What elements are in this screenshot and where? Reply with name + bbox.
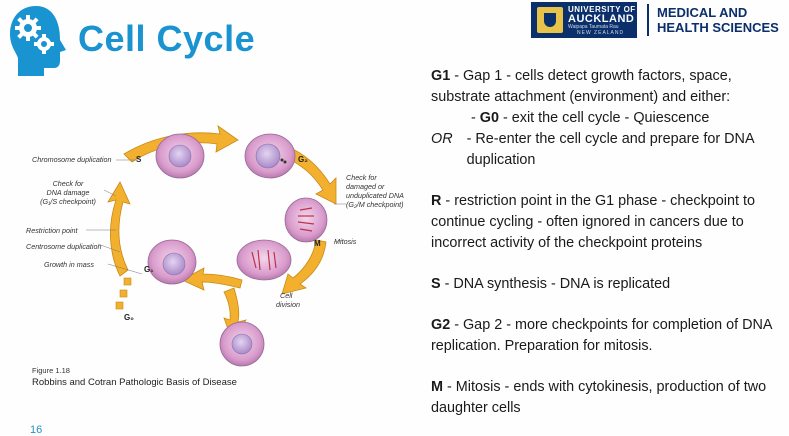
label-check-g2-4: (G₂/M checkpoint) <box>346 200 403 209</box>
figure-number: Figure 1.18 <box>32 366 70 375</box>
label-centrosome-duplication: Centrosome duplication <box>26 242 102 251</box>
label-growth-in-mass: Growth in mass <box>44 260 94 269</box>
note-g0-indent <box>431 108 471 129</box>
label-check-dna-2: DNA damage <box>47 188 90 197</box>
text-g1: - Gap 1 - cells detect growth factors, s… <box>431 68 732 105</box>
term-m: M <box>431 379 443 395</box>
g0-prefix: - <box>471 110 480 126</box>
label-cell-division-1: Cell <box>280 291 293 300</box>
label-check-g2-2: damaged or <box>346 182 385 191</box>
note-g1: G1 - Gap 1 - cells detect growth factors… <box>431 66 787 108</box>
stage-m: M <box>314 239 321 248</box>
term-r: R <box>431 193 442 209</box>
logo-line-1: UNIVERSITY OF <box>568 5 636 14</box>
cell-cycle-diagram: Chromosome duplication Check for DNA dam… <box>26 125 404 367</box>
page-number: 16 <box>30 424 43 436</box>
diagram-leader-lines <box>86 159 346 275</box>
university-crest-icon <box>537 7 563 33</box>
text-m: - Mitosis - ends with cytokinesis, produ… <box>431 379 767 416</box>
label-check-g2-1: Check for <box>346 173 377 182</box>
logo-line-2: AUCKLAND <box>568 13 635 25</box>
label-chromosome-duplication: Chromosome duplication <box>32 155 112 164</box>
label-restriction-point: Restriction point <box>26 226 79 235</box>
slide-title: Cell Cycle <box>78 18 256 59</box>
text-r: - restriction point in the G1 phase - ch… <box>431 193 755 251</box>
term-g0: G0 <box>479 110 499 126</box>
stage-g1: G₁ <box>144 265 154 274</box>
label-check-dna-3: (G₁/S checkpoint) <box>40 197 96 206</box>
stage-g2: G₂ <box>298 155 308 164</box>
text-s: - DNA synthesis - DNA is replicated <box>440 276 671 292</box>
term-g1: G1 <box>431 68 451 84</box>
note-g0: - G0 - exit the cell cycle - Quiescence <box>431 108 787 129</box>
head-gears-icon <box>10 6 66 76</box>
note-g2: G2 - Gap 2 - more checkpoints for comple… <box>431 315 787 357</box>
cell-g2-phase <box>244 133 296 179</box>
note-s: S - DNA synthesis - DNA is replicated <box>431 274 787 295</box>
text-g2: - Gap 2 - more checkpoints for completio… <box>431 317 772 354</box>
logo-line-4: NEW ZEALAND <box>577 30 625 36</box>
note-m: M - Mitosis - ends with cytokinesis, pro… <box>431 377 787 419</box>
label-cell-division-2: division <box>276 300 300 309</box>
stage-s: S <box>136 155 142 164</box>
or-label: OR <box>431 131 453 147</box>
faculty-line-1: MEDICAL AND <box>657 5 748 20</box>
cell-g1-phase <box>147 239 197 285</box>
label-check-g2-3: unduplicated DNA <box>346 191 404 200</box>
cell-anaphase <box>236 239 292 281</box>
label-mitosis: Mitosis <box>334 237 357 246</box>
g0-exit-arrow <box>115 277 132 310</box>
stage-g0: G₀ <box>124 313 134 322</box>
text-g0: - exit the cell cycle - Quiescence <box>499 110 710 126</box>
term-g2: G2 <box>431 317 451 333</box>
note-r: R - restriction point in the G1 phase - … <box>431 191 787 254</box>
text-reenter: - Re-enter the cell cycle and prepare fo… <box>466 131 754 168</box>
notes-panel: G1 - Gap 1 - cells detect growth factors… <box>431 66 787 419</box>
logo-line-3: Waipapa Taumata Rau <box>568 24 619 30</box>
faculty-line-2: HEALTH SCIENCES <box>657 20 779 35</box>
note-reenter: OR - Re-enter the cell cycle and prepare … <box>431 129 787 171</box>
figure-source: Robbins and Cotran Pathologic Basis of D… <box>32 377 237 388</box>
term-s: S <box>431 276 441 292</box>
faculty-name: MEDICAL AND HEALTH SCIENCES <box>657 5 779 35</box>
university-logo: UNIVERSITY OF AUCKLAND Waipapa Taumata R… <box>531 2 637 38</box>
cell-metaphase <box>284 197 328 243</box>
cell-s-phase <box>155 133 205 179</box>
logo-divider <box>647 4 649 36</box>
label-check-dna-1: Check for <box>53 179 84 188</box>
cell-daughter <box>219 321 265 367</box>
